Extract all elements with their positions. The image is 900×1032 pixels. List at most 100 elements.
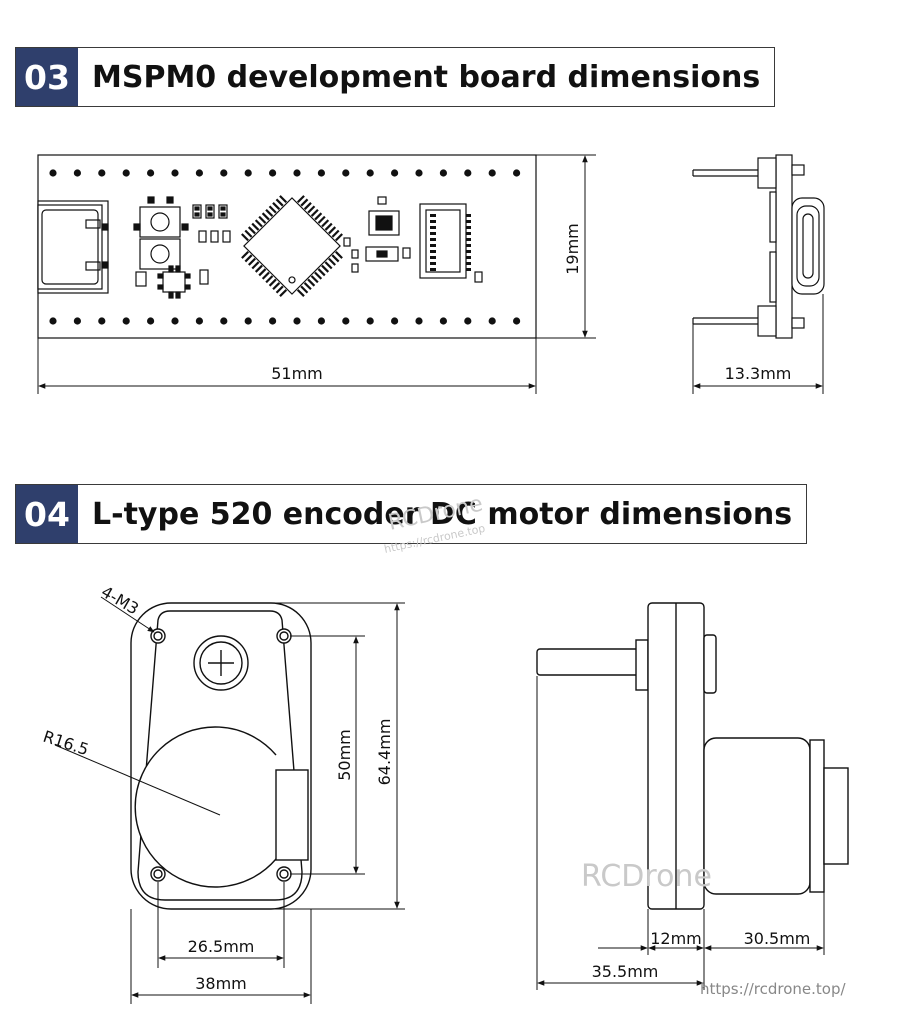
- mcu-chip: [241, 195, 343, 297]
- connector-pin: [466, 268, 471, 271]
- header-holes-top: [49, 169, 521, 177]
- header-hole: [73, 317, 81, 325]
- motor-width-label: 38mm: [195, 974, 247, 993]
- connector-pin: [430, 250, 436, 253]
- connector-pin: [466, 226, 471, 229]
- passive-components: [135, 204, 483, 287]
- board-dimensions: [37, 154, 596, 394]
- board-side-view: [692, 154, 825, 339]
- chip-pin: [317, 215, 326, 224]
- chip-pin: [254, 219, 263, 228]
- chip-pin: [328, 257, 336, 266]
- radius-label: R16.5: [41, 727, 91, 760]
- header-hole: [122, 317, 130, 325]
- chip-pin: [251, 222, 260, 231]
- chip-pin: [241, 250, 250, 259]
- section-title: MSPM0 development board dimensions: [92, 59, 761, 95]
- connector-pin: [466, 244, 471, 247]
- header-hole: [488, 317, 496, 325]
- chip-pin: [321, 219, 330, 228]
- motor-front-view: [130, 602, 312, 910]
- chip-pin: [258, 215, 267, 224]
- chip-pin: [321, 264, 330, 273]
- connector-pin: [430, 220, 436, 223]
- chip-pin: [317, 268, 326, 277]
- chip-pin: [244, 254, 253, 263]
- chip-pin: [310, 208, 319, 217]
- chip-pin: [244, 229, 253, 238]
- chip-pin: [241, 233, 249, 242]
- header-hole: [220, 317, 228, 325]
- header-hole: [342, 169, 350, 177]
- chip-pin: [314, 271, 323, 280]
- connector-pin: [430, 232, 436, 235]
- connector-pin: [466, 232, 471, 235]
- header-hole: [49, 169, 57, 177]
- connector-pin: [466, 262, 471, 265]
- motor-height-label: 64.4mm: [375, 719, 394, 786]
- header-hole: [464, 317, 472, 325]
- chip-pin: [279, 195, 288, 204]
- header-hole: [171, 317, 179, 325]
- sot-chip: [157, 265, 191, 299]
- chip-pin: [303, 202, 312, 210]
- header-hole: [317, 169, 325, 177]
- chip-pin: [251, 261, 260, 270]
- header-hole: [415, 169, 423, 177]
- header-hole: [49, 317, 57, 325]
- chip-pin: [275, 285, 284, 294]
- chip-pin: [265, 208, 274, 217]
- connector-pin: [466, 256, 471, 259]
- chip-pin: [272, 202, 281, 210]
- board-width-label: 51mm: [271, 364, 323, 383]
- flange-thickness-label: 12mm: [650, 929, 702, 948]
- chip-pin: [335, 233, 343, 242]
- hole-spec-label: 4-M3: [98, 582, 142, 618]
- chip-pin: [265, 275, 274, 284]
- connector-pin: [430, 214, 436, 217]
- board-top-view: [37, 154, 537, 339]
- header-hole: [244, 169, 252, 177]
- motor-side-dimensions: [536, 676, 825, 990]
- header-hole: [513, 317, 521, 325]
- chip-pin: [314, 212, 323, 221]
- header-hole: [293, 317, 301, 325]
- header-hole: [244, 317, 252, 325]
- header-hole: [147, 317, 155, 325]
- header-hole: [195, 317, 203, 325]
- hole-span-label: 50mm: [335, 729, 354, 781]
- board-height-label: 19mm: [563, 223, 582, 275]
- section-header-board: 03 MSPM0 development board dimensions: [15, 47, 776, 107]
- header-hole: [220, 169, 228, 177]
- header-hole: [269, 169, 277, 177]
- chip-pin: [331, 229, 340, 238]
- header-hole: [73, 169, 81, 177]
- header-hole: [269, 317, 277, 325]
- header-hole: [366, 317, 374, 325]
- chip-pin: [296, 195, 305, 204]
- chip-pin: [307, 205, 316, 214]
- small-ic: [365, 196, 400, 262]
- header-hole: [439, 169, 447, 177]
- connector-pin: [466, 250, 471, 253]
- chip-pin: [247, 226, 256, 235]
- hole-width-label: 26.5mm: [188, 937, 255, 956]
- chip-pin: [328, 226, 337, 235]
- header-hole: [98, 317, 106, 325]
- chip-pin: [268, 205, 277, 214]
- chip-pin: [275, 198, 284, 207]
- header-hole: [366, 169, 374, 177]
- chip-pin: [303, 282, 312, 291]
- fpc-connector: [419, 203, 471, 279]
- connector-pin: [430, 268, 436, 271]
- header-holes-bottom: [49, 317, 521, 325]
- chip-pin: [324, 261, 333, 270]
- push-buttons: [133, 196, 189, 270]
- section-title: L-type 520 encoder DC motor dimensions: [92, 496, 793, 532]
- body-length-label: 30.5mm: [744, 929, 811, 948]
- header-hole: [415, 317, 423, 325]
- chip-pin: [324, 222, 333, 231]
- motor-side-view: [536, 602, 849, 910]
- chip-pin: [261, 271, 270, 280]
